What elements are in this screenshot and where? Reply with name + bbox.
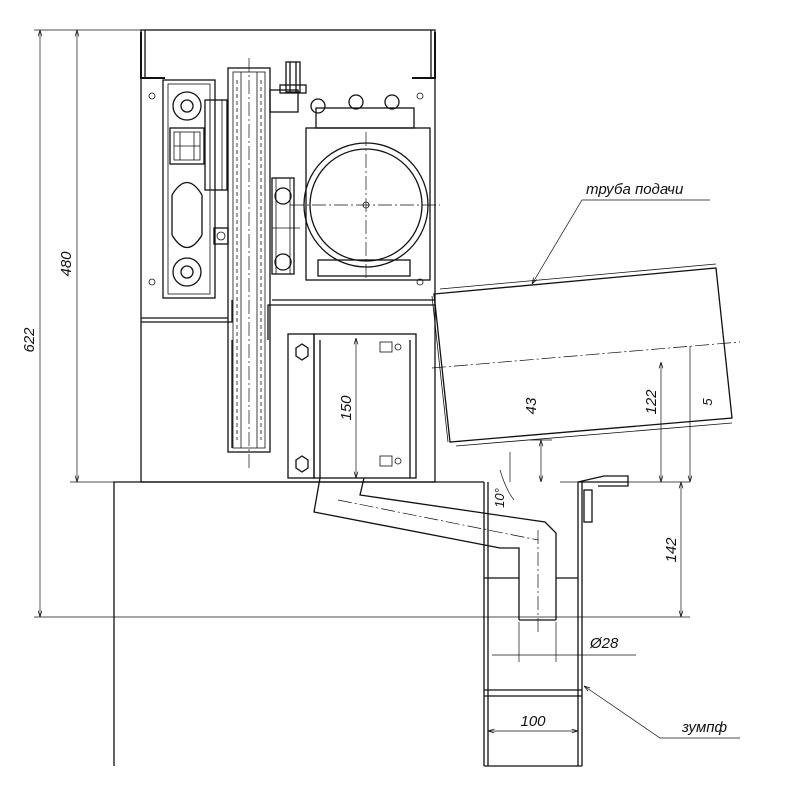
callout-leaders: [532, 199, 740, 739]
feed-pipe: [431, 263, 741, 447]
dim-frame-height: 480: [58, 251, 75, 277]
discharge-chute: [313, 477, 557, 632]
vertical-shaft: [227, 58, 271, 470]
roller-carriage: [148, 79, 424, 299]
dim-sump-width: 100: [520, 713, 546, 730]
sump: [483, 482, 593, 767]
dim-pipe-height: 122: [643, 389, 660, 415]
dim-pipe-diameter: Ø28: [589, 635, 619, 652]
dim-sump-depth: 142: [663, 537, 680, 563]
dim-overall-height: 622: [21, 327, 38, 353]
dim-chute-angle: 10°: [492, 488, 507, 508]
chute-box: [231, 333, 417, 479]
callout-feed-pipe: труба подачи: [586, 181, 684, 198]
dimension-lines: [34, 29, 690, 731]
motor-assembly: [269, 61, 440, 281]
callout-sump: зумпф: [681, 719, 728, 736]
dim-chute-height: 150: [338, 395, 355, 421]
dim-pipe-slope: 5: [700, 398, 715, 406]
floor-base: [113, 475, 629, 766]
dim-pipe-offset: 43: [523, 397, 540, 414]
